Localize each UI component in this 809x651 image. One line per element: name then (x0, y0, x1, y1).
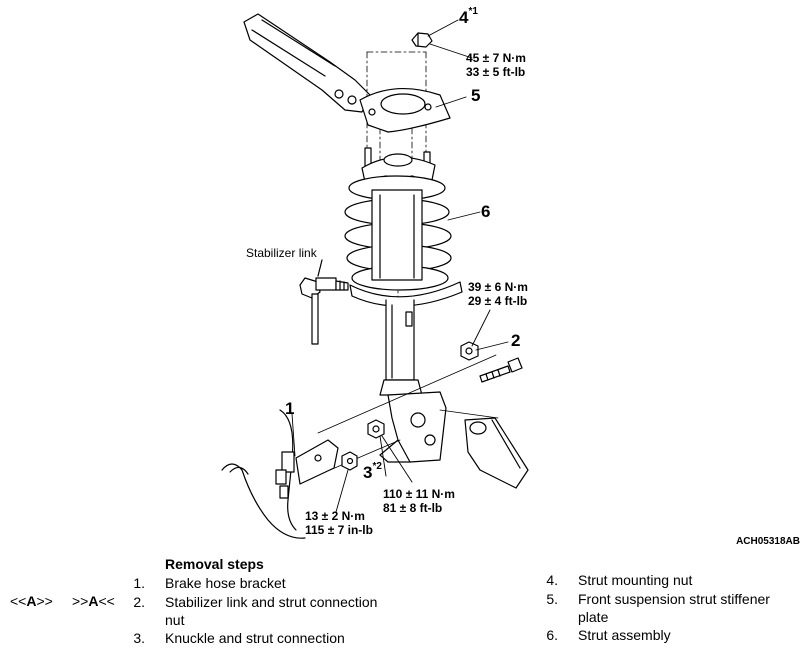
strut-exploded-diagram (221, 13, 529, 539)
strut-tube (379, 299, 423, 396)
leader-lines (291, 19, 509, 513)
marker-left: <<A>> (10, 593, 53, 609)
stabilizer-link-label: Stabilizer link (246, 246, 317, 260)
strut-mounting-nut (411, 32, 433, 48)
lower-spring-seat (349, 281, 463, 307)
nut-2 (460, 341, 479, 361)
stabilizer-link (299, 259, 349, 345)
nut-3 (367, 419, 385, 439)
callout-3: 3*2 (363, 461, 382, 482)
connection-bolt (479, 357, 523, 383)
marker-right: >>A<< (72, 593, 115, 609)
knuckle (379, 391, 447, 463)
brake-hose-bracket (221, 409, 339, 539)
removal-steps-title: Removal steps (165, 556, 264, 572)
callout-5: 5 (471, 86, 481, 105)
callout-1: 1 (285, 399, 295, 418)
lower-arm (464, 417, 529, 489)
callout-2: 2 (511, 331, 521, 350)
callout-6: 6 (481, 202, 491, 221)
shock-body (371, 189, 423, 281)
figure-id: ACH05318AB (736, 536, 800, 547)
callout-4: 4*1 (459, 6, 478, 27)
stiffener-bar (243, 13, 371, 113)
stiffener-plate (359, 88, 451, 133)
bracket-bolt (341, 451, 358, 471)
